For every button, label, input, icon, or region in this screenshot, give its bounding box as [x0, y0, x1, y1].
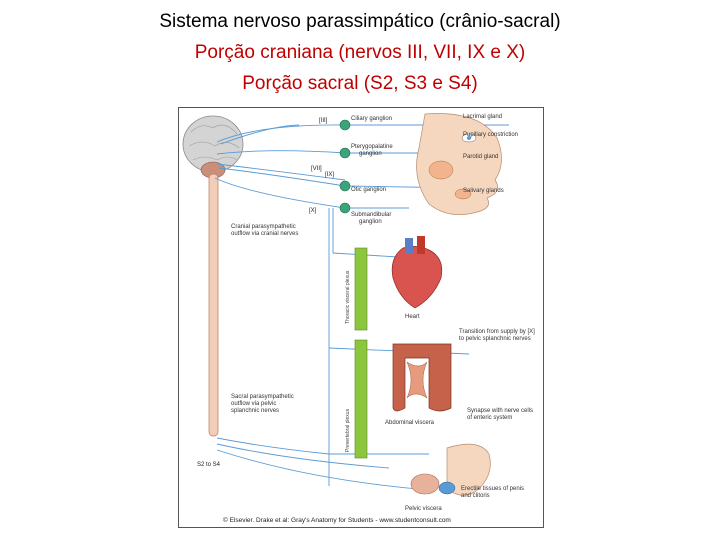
thoracic-plexus-bar	[355, 248, 367, 330]
lacrimal-gland-label: Lacrimal gland	[463, 114, 502, 120]
submandibular-ganglion	[340, 203, 350, 213]
cranial-outflow-label-1: Cranial parasympathetic	[231, 224, 296, 230]
ciliary-ganglion-label: Ciliary ganglion	[351, 116, 392, 122]
pterygopalatine-label-1: Pterygopalatine	[351, 144, 393, 150]
sacral-level-label: S2 to S4	[197, 462, 221, 468]
slide-title-line-2: Porção craniana (nervos III, VII, IX e X…	[0, 40, 720, 65]
submandibular-label-2: ganglion	[359, 219, 382, 225]
otic-ganglion	[340, 181, 350, 191]
prevertebral-plexus-label: Prevertebral plexus	[345, 408, 351, 452]
prevertebral-plexus-bar	[355, 340, 367, 458]
otic-ganglion-label: Otic ganglion	[351, 187, 386, 193]
pelvic-viscera-label: Pelvic viscera	[405, 506, 442, 512]
transition-label-2: to pelvic splanchnic nerves	[459, 336, 531, 342]
salivary-glands-label: Salivary glands	[463, 188, 504, 194]
figure-credit: © Elsevier. Drake et al: Gray's Anatomy …	[223, 516, 451, 524]
pupillary-constriction-label: Pupillary constriction	[463, 132, 518, 138]
ciliary-ganglion	[340, 120, 350, 130]
diagram-canvas: Thoracic visceral plexus Prevertebral pl…	[179, 108, 543, 527]
erectile-label-2: and clitoris	[461, 493, 490, 499]
synapse-label-1: Synapse with nerve cells	[467, 408, 533, 414]
synapse-label-2: of enteric system	[467, 415, 512, 421]
spinal-cord	[209, 174, 218, 436]
cn7-label: [VII]	[311, 166, 322, 172]
thoracic-plexus-label: Thoracic visceral plexus	[345, 270, 351, 324]
ganglia	[340, 120, 350, 213]
erectile-label-1: Erectile tissues of penis	[461, 486, 524, 492]
cn3-label: [III]	[319, 118, 328, 124]
heart-label: Heart	[405, 314, 420, 320]
transition-label-1: Transition from supply by [X]	[459, 329, 535, 335]
parasympathetic-diagram: Thoracic visceral plexus Prevertebral pl…	[178, 107, 544, 528]
cn10-label: [X]	[309, 208, 317, 214]
face-illustration	[417, 114, 502, 215]
abdominal-viscera-label: Abdominal viscera	[385, 420, 435, 426]
intestine-illustration	[393, 344, 451, 411]
submandibular-label-1: Submandibular	[351, 212, 391, 218]
brain-illustration	[183, 116, 243, 178]
slide-title-line-3: Porção sacral (S2, S3 e S4)	[0, 71, 720, 96]
cn9-label: [IX]	[325, 172, 334, 178]
pterygopalatine-label-2: ganglion	[359, 151, 382, 157]
slide-title-line-1: Sistema nervoso parassimpático (crânio-s…	[0, 9, 720, 34]
sacral-outflow-label-3: splanchnic nerves	[231, 408, 279, 414]
sacral-outflow-label-2: outflow via pelvic	[231, 401, 276, 407]
heart-illustration	[392, 236, 442, 308]
pterygopalatine-ganglion	[340, 148, 350, 158]
sacral-outflow-label-1: Sacral parasympathetic	[231, 394, 294, 400]
cranial-outflow-label-2: outflow via cranial nerves	[231, 231, 298, 237]
parotid-gland-label: Parotid gland	[463, 154, 498, 160]
